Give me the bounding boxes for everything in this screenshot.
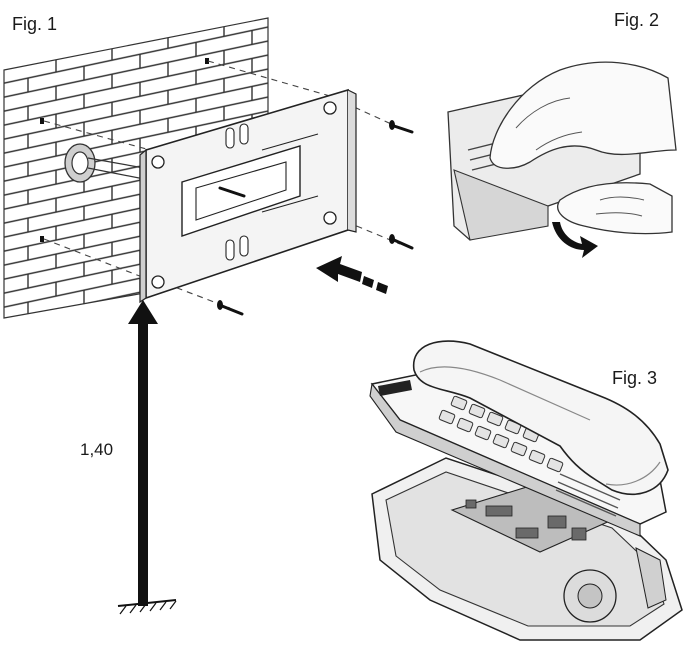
rotate-arrow-icon xyxy=(552,222,598,258)
height-arrow-icon xyxy=(117,300,177,615)
fig3-label: Fig. 3 xyxy=(612,368,658,388)
hand-thumb xyxy=(557,182,673,235)
screw-icon xyxy=(218,124,414,316)
cable-conduit xyxy=(64,143,201,191)
keypad xyxy=(438,395,564,473)
fig2-label: Fig. 2 xyxy=(614,10,660,30)
mount-height-label: 1,40 xyxy=(80,440,114,459)
hand-upper xyxy=(489,61,677,169)
handset xyxy=(412,340,669,495)
push-arrow-icon xyxy=(316,256,388,294)
fig3-open-unit xyxy=(369,340,683,641)
fig2-release-cover xyxy=(447,61,677,258)
mounting-plate xyxy=(139,88,357,304)
fig1-label: Fig. 1 xyxy=(12,14,58,34)
fig1-wall-mounting xyxy=(3,17,414,615)
